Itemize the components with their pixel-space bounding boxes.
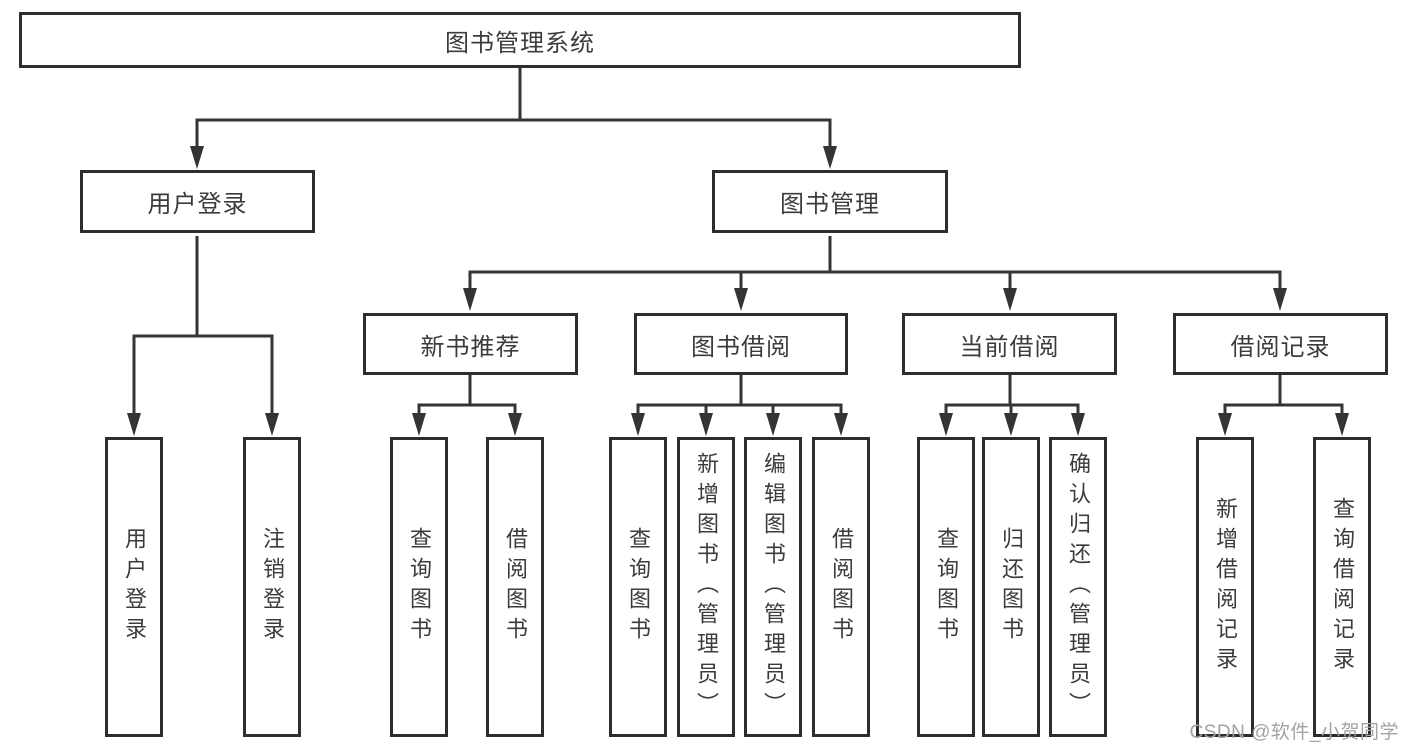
node-logout: 注销登录 bbox=[243, 437, 301, 737]
node-label: 借阅图书 bbox=[829, 527, 854, 647]
node-borrow-books: 借阅图书 bbox=[812, 437, 870, 737]
node-confirm-return-admin: 确认归还（管理员） bbox=[1049, 437, 1107, 737]
node-query-books-borrowing: 查询图书 bbox=[609, 437, 667, 737]
arrowheads bbox=[127, 146, 1349, 436]
node-label: 查询图书 bbox=[626, 527, 651, 647]
csdn-watermark: CSDN @软件_小贺同学 bbox=[1189, 722, 1399, 743]
node-user-login-action: 用户登录 bbox=[105, 437, 163, 737]
node-add-borrow-record: 新增借阅记录 bbox=[1196, 437, 1254, 737]
node-label: 新增借阅记录 bbox=[1213, 497, 1238, 677]
node-label: 用户登录 bbox=[122, 527, 147, 647]
node-add-books-admin: 新增图书（管理员） bbox=[677, 437, 735, 737]
node-label: 注销登录 bbox=[260, 527, 285, 647]
node-label: 新增图书（管理员） bbox=[694, 452, 719, 722]
node-user-login: 用户登录 bbox=[80, 170, 315, 233]
node-label: 编辑图书（管理员） bbox=[761, 452, 786, 722]
node-query-books-current: 查询图书 bbox=[917, 437, 975, 737]
node-borrowing-records: 借阅记录 bbox=[1173, 313, 1388, 375]
node-book-borrowing: 图书借阅 bbox=[634, 313, 848, 375]
node-label: 查询图书 bbox=[407, 527, 432, 647]
node-new-book-recommendation: 新书推荐 bbox=[363, 313, 578, 375]
node-current-borrowing: 当前借阅 bbox=[902, 313, 1117, 375]
node-edit-books-admin: 编辑图书（管理员） bbox=[744, 437, 802, 737]
node-return-books: 归还图书 bbox=[982, 437, 1040, 737]
node-label: 查询借阅记录 bbox=[1330, 497, 1355, 677]
node-library-management-system: 图书管理系统 bbox=[19, 12, 1021, 68]
node-label: 确认归还（管理员） bbox=[1066, 452, 1091, 722]
node-label: 借阅图书 bbox=[503, 527, 528, 647]
node-label: 查询图书 bbox=[934, 527, 959, 647]
node-borrow-books-recommend: 借阅图书 bbox=[486, 437, 544, 737]
tree-edges bbox=[132, 68, 1344, 418]
node-query-borrow-record: 查询借阅记录 bbox=[1313, 437, 1371, 737]
node-label: 归还图书 bbox=[999, 527, 1024, 647]
node-query-books-recommend: 查询图书 bbox=[390, 437, 448, 737]
node-book-management: 图书管理 bbox=[712, 170, 948, 233]
